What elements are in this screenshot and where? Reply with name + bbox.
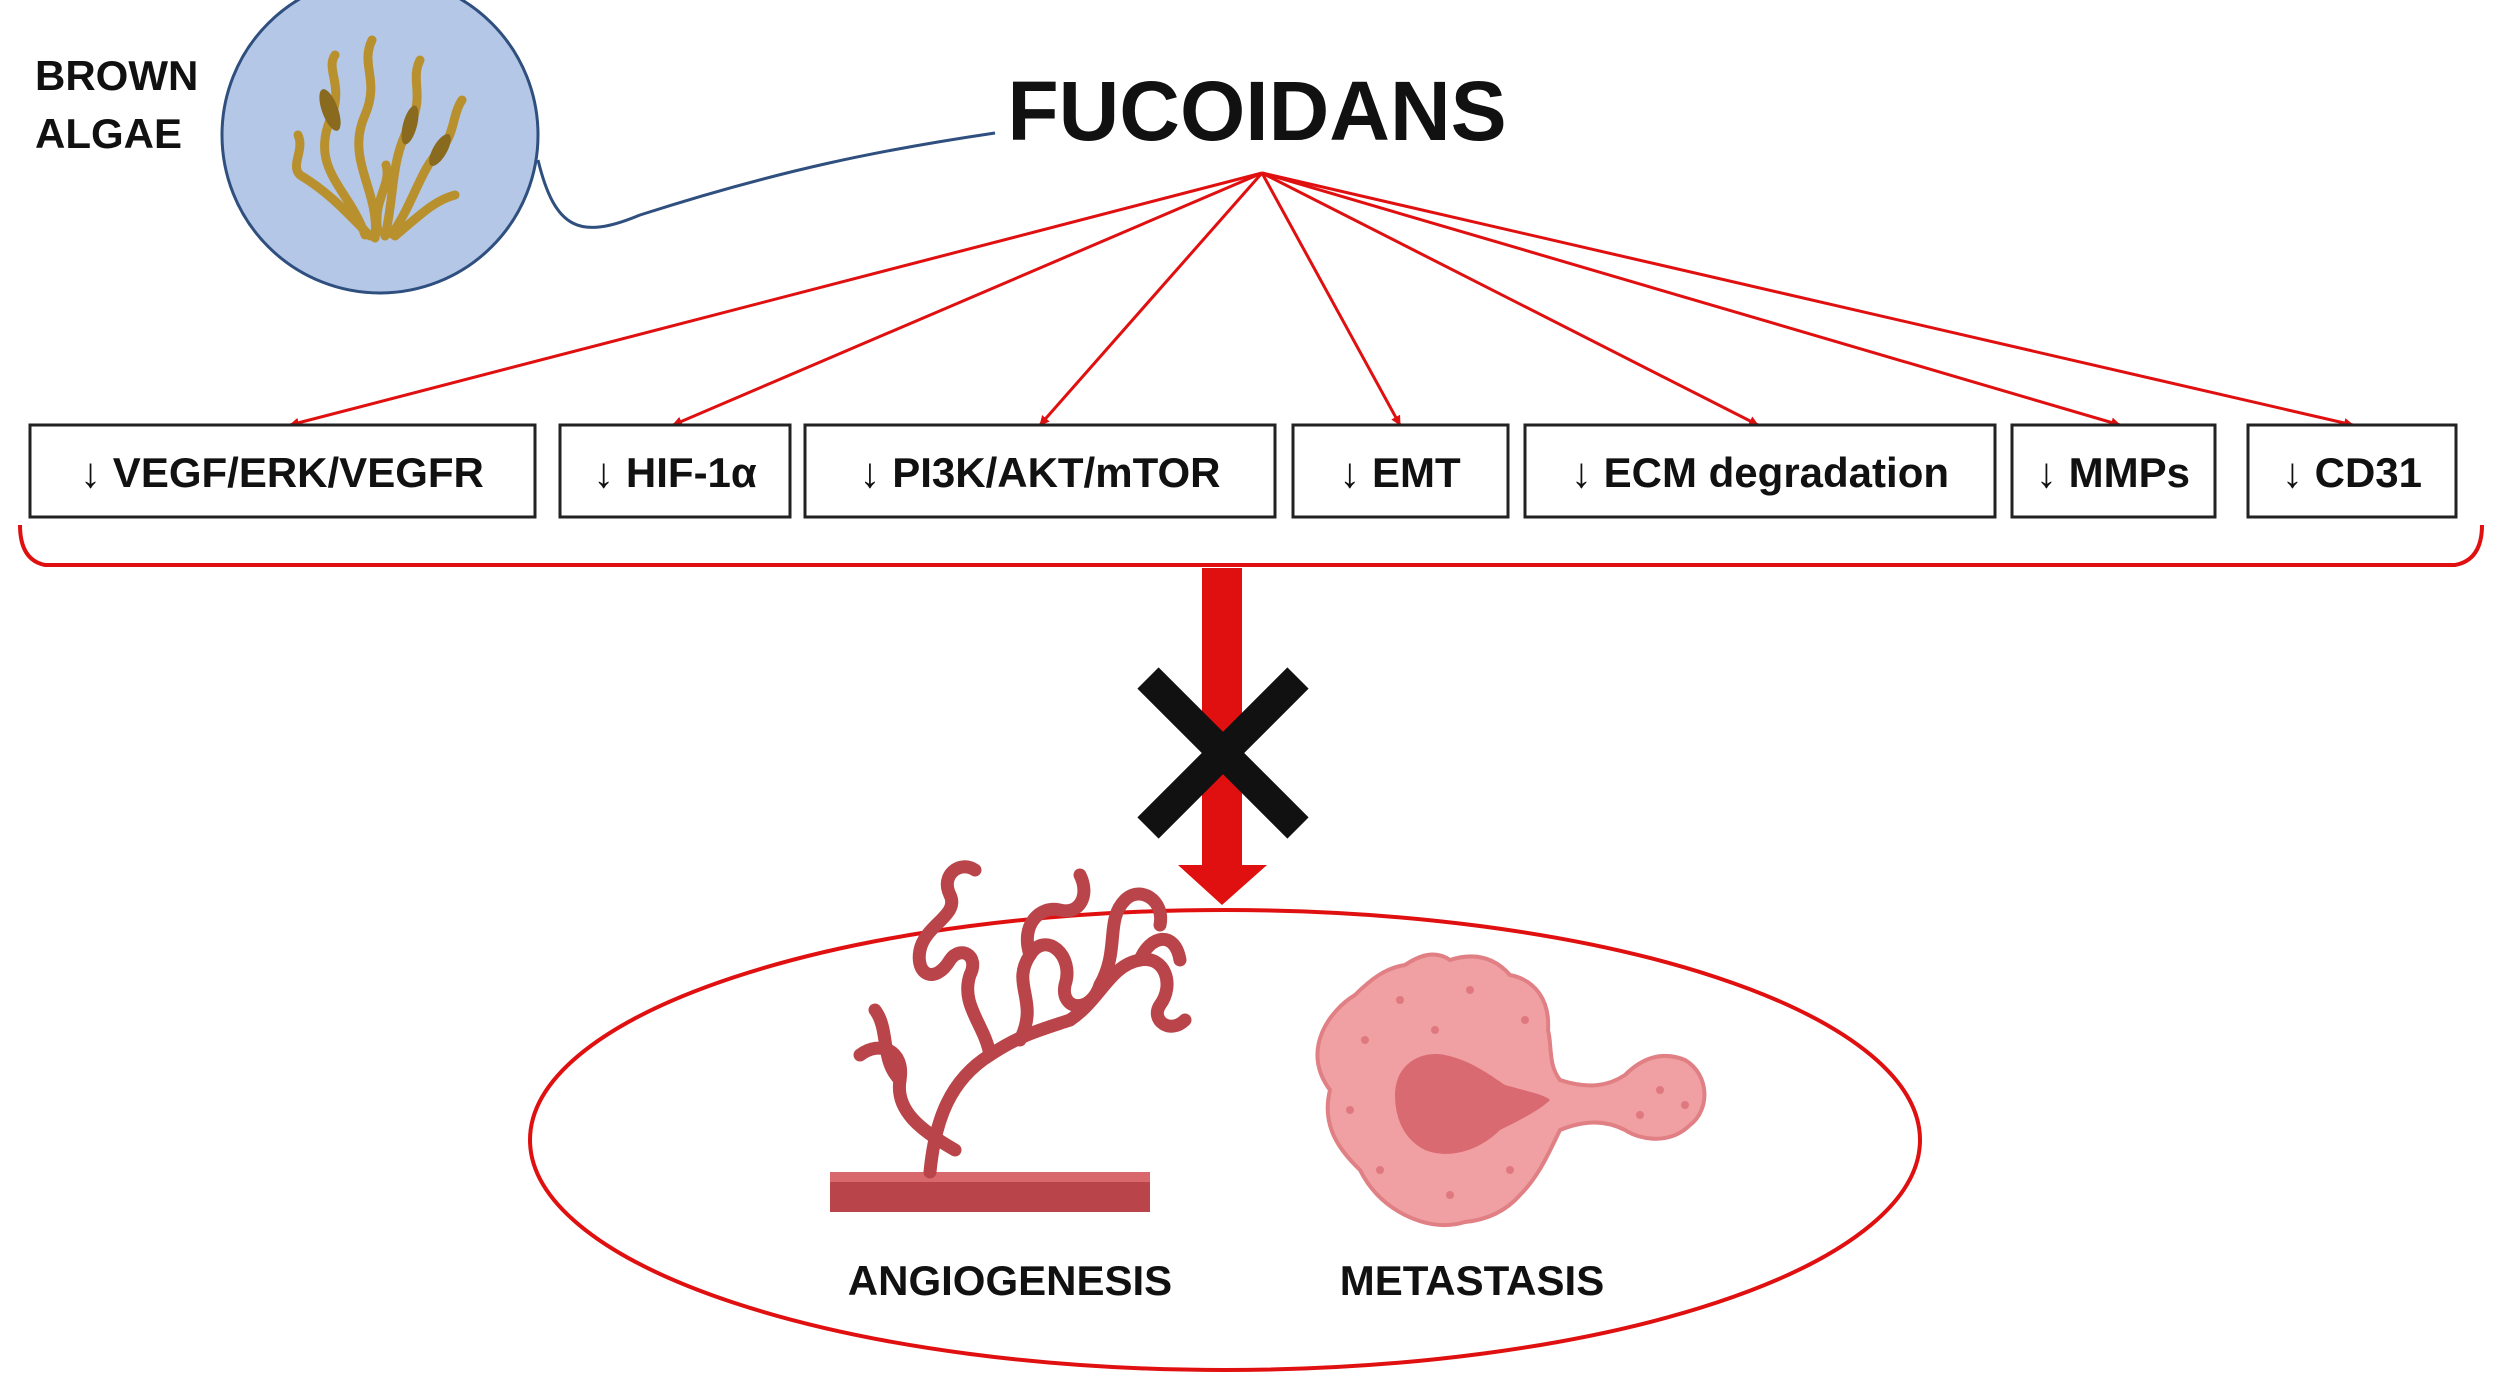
target-box-pi3k: ↓ PI3K/AKT/mTOR [803,423,1277,519]
brown-algae-label: BROWN ALGAE [35,52,210,157]
target-label-ecm: ↓ ECM degradation [1571,449,1949,496]
target-box-mmps: ↓ MMPs [2010,423,2217,519]
target-label-vegf: ↓ VEGF/ERK/VEGFR [80,449,484,496]
arrow-to-ecm [1261,171,1759,427]
grouping-brace [18,524,2484,567]
target-box-hif: ↓ HIF-1α [558,423,792,519]
target-box-emt: ↓ EMT [1291,423,1510,519]
target-box-ecm: ↓ ECM degradation [1523,423,1997,519]
blood-vessel-icon [830,860,1192,1212]
connector-line [536,131,996,229]
metastatic-cell-icon [1315,952,1707,1228]
target-box-vegf: ↓ VEGF/ERK/VEGFR [28,423,537,519]
target-label-cd31: ↓ CD31 [2282,449,2422,496]
target-label-hif: ↓ HIF-1α [593,449,757,496]
algae-circle [220,0,540,295]
angiogenesis-label: ANGIOGENESIS [848,1257,1172,1304]
fucoidans-title: FUCOIDANS [1007,64,1506,158]
arrow-to-emt [1260,172,1402,426]
block-x-icon [1137,667,1309,839]
target-label-emt: ↓ EMT [1339,449,1461,496]
arrow-to-mmps [1261,171,2121,428]
arrow-to-pi3k [1038,172,1264,426]
arrow-to-cd31 [1261,171,2354,428]
target-label-mmps: ↓ MMPs [2036,449,2190,496]
metastasis-label: METASTASIS [1340,1257,1604,1304]
target-label-pi3k: ↓ PI3K/AKT/mTOR [860,449,1221,496]
arrow-to-vegf [289,171,1263,428]
target-box-cd31: ↓ CD31 [2246,423,2458,519]
outcome-ellipse [528,908,1922,1372]
arrow-to-hif [672,171,1263,427]
target-boxes: ↓ VEGF/ERK/VEGFR ↓ HIF-1α ↓ PI3K/AKT/mTO… [28,423,2458,519]
target-arrows [289,171,2354,428]
